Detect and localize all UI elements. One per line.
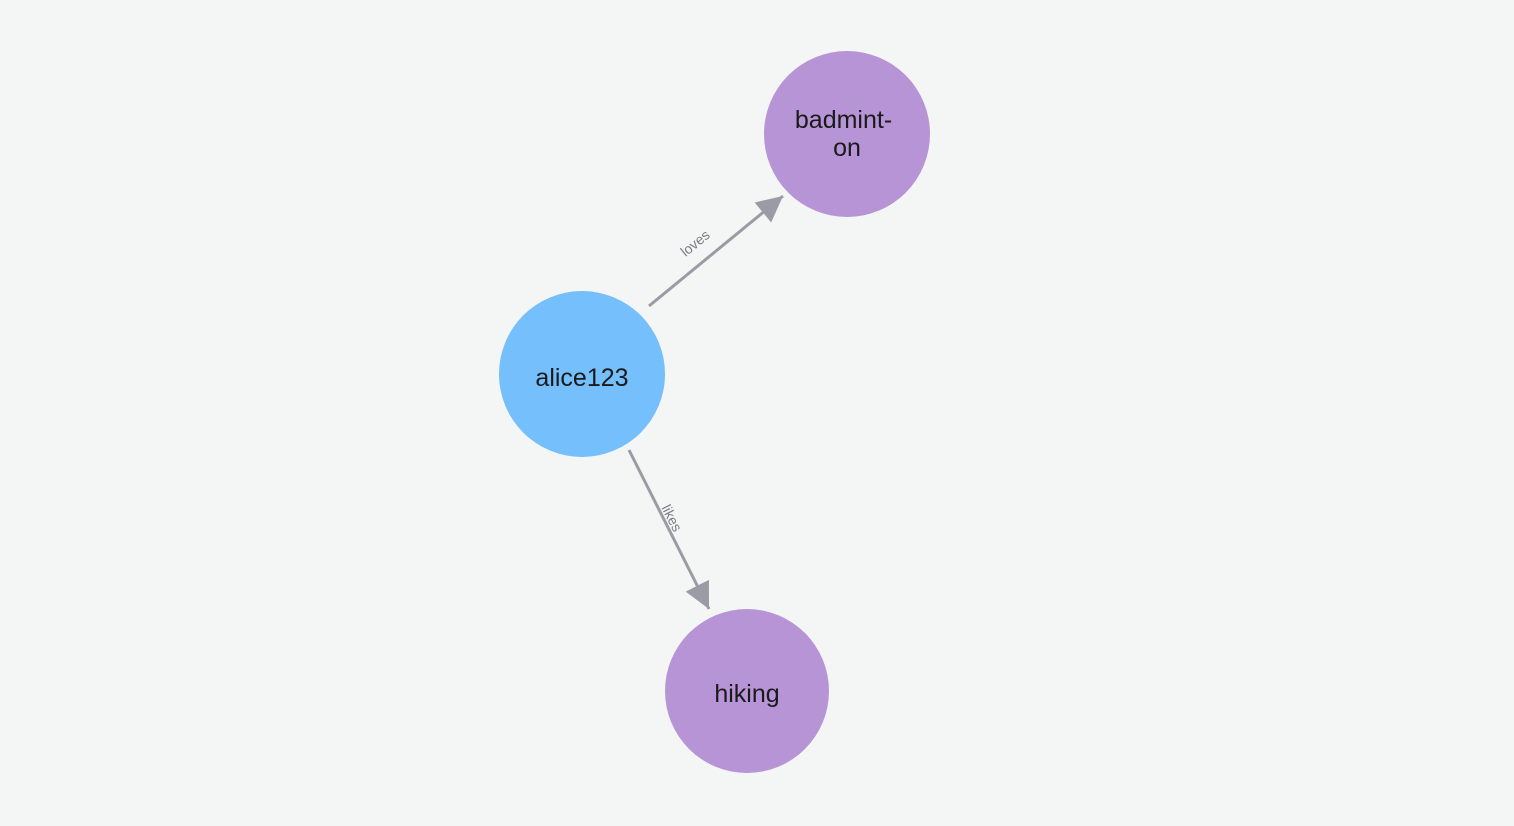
node-hiking-circle[interactable] — [665, 609, 829, 773]
edge-label-loves: loves — [677, 226, 712, 259]
edge-alice123-loves-badminton[interactable]: loves — [648, 186, 791, 308]
node-badminton-circle[interactable] — [764, 51, 930, 217]
edge-line — [627, 449, 711, 610]
edge-line — [648, 194, 784, 308]
node-layer: badmint- on hiking alice123 — [499, 51, 930, 773]
node-alice123[interactable]: alice123 — [499, 291, 665, 457]
edge-arrowhead — [685, 579, 709, 609]
node-alice123-circle[interactable] — [499, 291, 665, 457]
edge-alice123-likes-hiking[interactable]: likes — [627, 449, 721, 615]
node-badminton[interactable]: badmint- on — [764, 51, 930, 217]
edge-arrowhead — [754, 196, 783, 223]
node-hiking[interactable]: hiking — [665, 609, 829, 773]
